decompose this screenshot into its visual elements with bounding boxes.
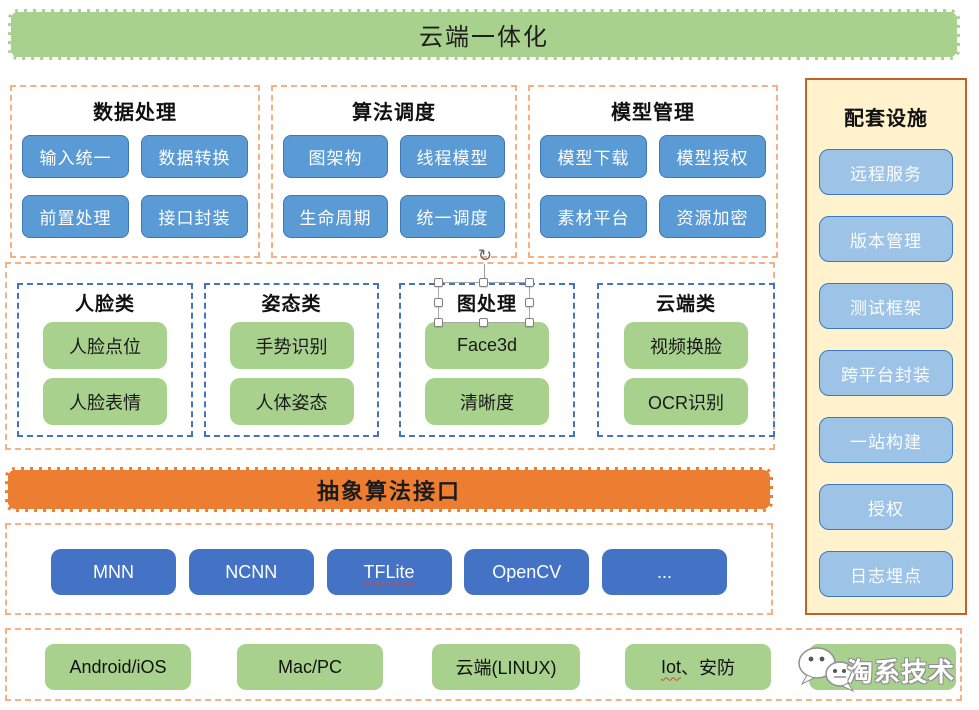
engine-button[interactable]: MNN bbox=[51, 549, 176, 595]
engines-container: MNN NCNN TFLite OpenCV... bbox=[5, 523, 773, 615]
feature-button[interactable]: 线程模型 bbox=[400, 135, 505, 178]
engine-button[interactable]: NCNN bbox=[188, 549, 314, 595]
feature-button[interactable]: 模型授权 bbox=[659, 135, 766, 178]
sidebar-item[interactable]: 版本管理 bbox=[819, 216, 953, 262]
platform-button[interactable]: 云端(LINUX) bbox=[432, 644, 580, 690]
feature-button[interactable]: 前置处理 bbox=[22, 195, 129, 238]
algo-button[interactable]: 人体姿态 bbox=[229, 378, 354, 425]
group-model-management: 模型管理 模型下载模型授权素材平台资源加密 bbox=[528, 85, 778, 258]
algo-box-image-processing: 图处理 Face3d 清晰度 bbox=[399, 283, 575, 437]
algo-button[interactable]: 视频换脸 bbox=[624, 322, 748, 369]
selection-handle[interactable] bbox=[434, 318, 443, 327]
sidebar-item[interactable]: 授权 bbox=[819, 484, 953, 530]
engine-button[interactable]: TFLite bbox=[326, 549, 452, 595]
sidebar-item[interactable]: 一站构建 bbox=[819, 417, 953, 463]
feature-button[interactable]: 模型下载 bbox=[540, 135, 647, 178]
group-title: 算法调度 bbox=[352, 102, 436, 124]
sidebar-title: 配套设施 bbox=[844, 108, 928, 130]
wechat-bubbles-icon bbox=[798, 647, 855, 693]
algo-button[interactable]: 手势识别 bbox=[229, 322, 354, 369]
sidebar-item[interactable]: 日志埋点 bbox=[819, 551, 953, 597]
feature-button[interactable]: 生命周期 bbox=[283, 195, 388, 238]
engine-button[interactable]: OpenCV bbox=[464, 549, 590, 595]
selection-handle[interactable] bbox=[479, 318, 488, 327]
engine-button[interactable]: ... bbox=[602, 549, 727, 595]
group-title: 数据处理 bbox=[93, 102, 177, 124]
algo-box-cloud: 云端类 视频换脸 OCR识别 bbox=[597, 283, 775, 437]
platforms-container: Android/iOS Mac/PC 云端(LINUX) Iot、安防 淘系技术 bbox=[5, 628, 962, 701]
sidebar-supporting-facilities: 配套设施 远程服务版本管理测试框架跨平台封装一站构建授权日志埋点 bbox=[805, 78, 967, 615]
selection-handle[interactable] bbox=[525, 278, 534, 287]
feature-button[interactable]: 数据转换 bbox=[141, 135, 248, 178]
selection-bounding-box[interactable] bbox=[434, 278, 534, 327]
platform-button[interactable]: Iot、安防 bbox=[625, 644, 771, 690]
feature-button[interactable]: 接口封装 bbox=[141, 195, 248, 238]
cloud-unified-banner[interactable]: 云端一体化 bbox=[8, 9, 960, 60]
platform-button[interactable]: Mac/PC bbox=[237, 644, 383, 690]
algo-box-title-selected[interactable]: 图处理 bbox=[456, 294, 517, 315]
algo-button[interactable]: 人脸点位 bbox=[43, 322, 167, 369]
feature-button[interactable]: 资源加密 bbox=[659, 195, 766, 238]
group-title: 模型管理 bbox=[611, 102, 695, 124]
group-data-processing: 数据处理 输入统一数据转换前置处理接口封装 bbox=[10, 85, 260, 258]
rotate-connector-line bbox=[484, 264, 485, 282]
abstract-interface-banner-label: 抽象算法接口 bbox=[316, 478, 461, 504]
selection-handle[interactable] bbox=[479, 278, 488, 287]
watermark-button[interactable]: 淘系技术 bbox=[798, 644, 956, 693]
abstract-interface-banner[interactable]: 抽象算法接口 bbox=[5, 467, 773, 512]
feature-button[interactable]: 统一调度 bbox=[400, 195, 505, 238]
group-algorithm-scheduling: 算法调度 图架构线程模型生命周期统一调度 bbox=[271, 85, 517, 258]
platform-button[interactable]: Android/iOS bbox=[45, 644, 191, 690]
selection-handle[interactable] bbox=[434, 297, 443, 307]
algo-button[interactable]: OCR识别 bbox=[624, 378, 748, 425]
feature-button[interactable]: 素材平台 bbox=[540, 195, 647, 238]
sidebar-item[interactable]: 远程服务 bbox=[819, 149, 953, 195]
rotate-handle-icon[interactable]: ↻ bbox=[477, 246, 493, 265]
algo-box-face: 人脸类 人脸点位人脸表情 bbox=[17, 283, 193, 437]
algo-button[interactable]: 人脸表情 bbox=[43, 378, 167, 425]
algo-box-title: 人脸类 bbox=[74, 294, 135, 315]
watermark-label: 淘系技术 bbox=[847, 657, 956, 687]
feature-button[interactable]: 图架构 bbox=[283, 135, 388, 178]
algo-box-title: 姿态类 bbox=[261, 294, 322, 315]
sidebar-item[interactable]: 测试框架 bbox=[819, 283, 953, 329]
algo-button[interactable]: Face3d bbox=[425, 322, 549, 369]
cloud-unified-banner-label: 云端一体化 bbox=[419, 24, 549, 51]
algo-button[interactable]: 清晰度 bbox=[425, 378, 549, 425]
selection-handle[interactable] bbox=[434, 278, 443, 287]
selection-handle[interactable] bbox=[525, 297, 534, 307]
algo-box-pose: 姿态类 手势识别人体姿态 bbox=[204, 283, 379, 437]
algo-box-title: 云端类 bbox=[655, 294, 716, 315]
selection-handle[interactable] bbox=[525, 318, 534, 327]
feature-button[interactable]: 输入统一 bbox=[22, 135, 129, 178]
sidebar-item[interactable]: 跨平台封装 bbox=[819, 350, 953, 396]
